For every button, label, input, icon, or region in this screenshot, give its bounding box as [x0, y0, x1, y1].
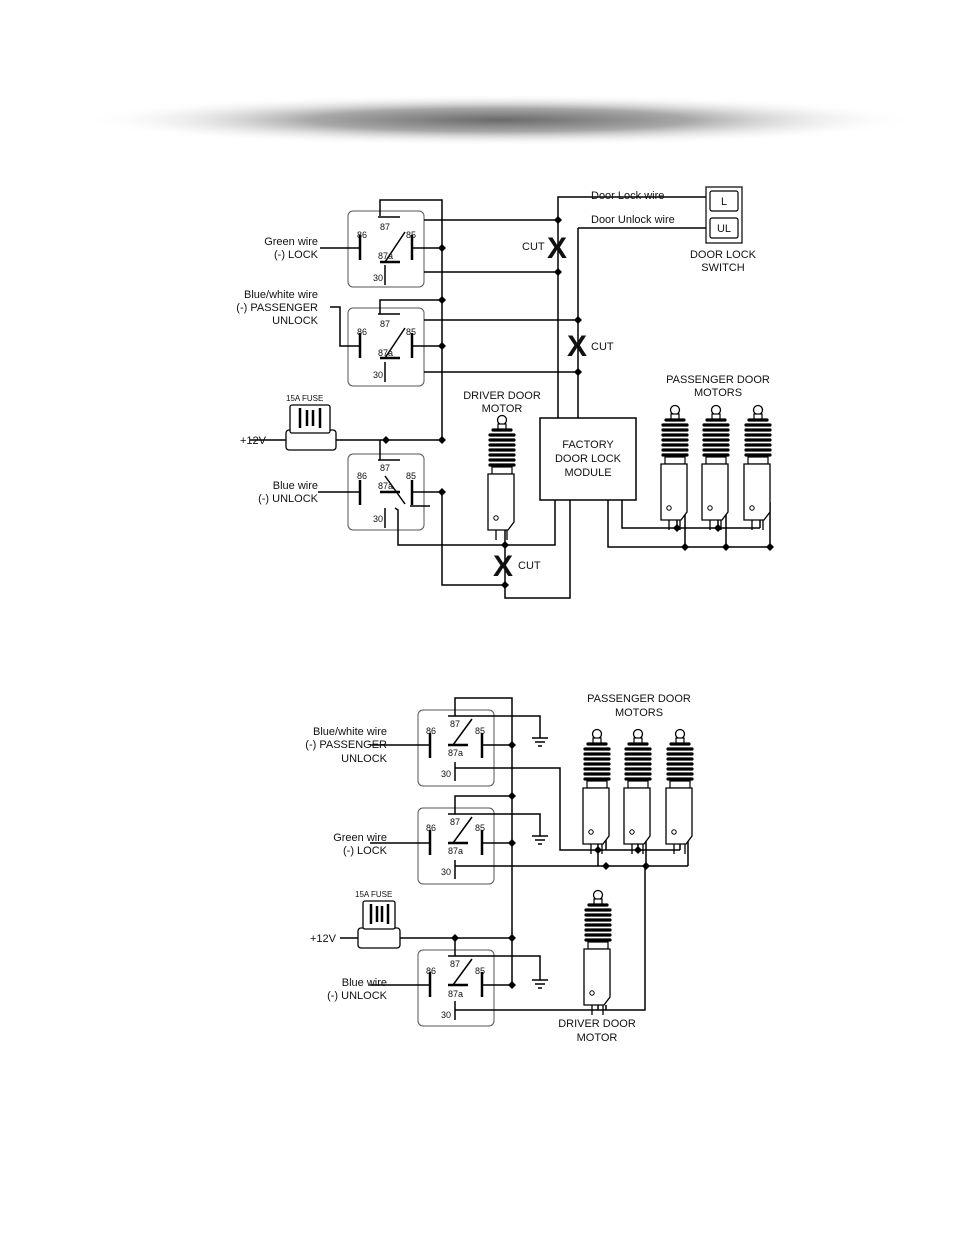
- pin-label: 86: [426, 966, 436, 976]
- cut-mark-icon: X: [567, 330, 587, 363]
- passenger-door-motors-label: PASSENGER DOOR: [666, 374, 770, 386]
- pin-label: 87a: [378, 481, 393, 491]
- diagram-2-labels: 87 86 85 87a 30 87 86 85 87a 30 87 86 85…: [305, 693, 691, 1044]
- pin-label: 87a: [448, 846, 463, 856]
- driver-door-motor-label: MOTOR: [482, 403, 523, 415]
- cut-label: CUT: [591, 341, 614, 353]
- pin-label: 30: [441, 867, 451, 877]
- switch-lock-button: [709, 190, 739, 212]
- factory-module-box: [539, 417, 637, 501]
- diagram-1-labels: 87 86 85 87a 30 87 86 85 87a 30 87 86 85…: [236, 190, 770, 572]
- passenger-motor-icon: [622, 727, 652, 856]
- cut-label: CUT: [522, 241, 545, 253]
- passenger-motor-icon: [659, 403, 689, 532]
- driver-door-motor-label: DRIVER DOOR: [558, 1018, 636, 1030]
- fuse-label: 15A FUSE: [286, 394, 323, 403]
- passenger-door-motors-label: PASSENGER DOOR: [587, 693, 691, 705]
- relay-lock: [347, 210, 425, 288]
- plus-12v-label: +12V: [310, 933, 337, 945]
- passenger-door-motors-label: MOTORS: [694, 387, 742, 399]
- plus-12v-label: +12V: [240, 435, 267, 447]
- fuse-2: [357, 900, 401, 949]
- bluewhite-wire-label: Blue/white wire: [244, 289, 318, 301]
- door-unlock-wire-label: Door Unlock wire: [591, 214, 675, 226]
- pin-label: 30: [373, 514, 383, 524]
- pin-label: 87a: [448, 748, 463, 758]
- pin-label: 30: [441, 769, 451, 779]
- pin-label: 85: [406, 471, 416, 481]
- pin-label: 86: [426, 823, 436, 833]
- pin-label: 87: [450, 719, 460, 729]
- switch-unlock-button: [709, 217, 739, 239]
- fuse-label: 15A FUSE: [355, 890, 392, 899]
- pin-label: 87a: [378, 251, 393, 261]
- door-lock-switch-label: DOOR LOCK: [690, 249, 757, 261]
- bluewhite-wire-label: (-) PASSENGER: [305, 739, 387, 751]
- pin-label: 87a: [448, 989, 463, 999]
- factory-module-label: DOOR LOCK: [555, 453, 622, 465]
- diagram-1: [250, 186, 774, 599]
- pin-label: 30: [441, 1010, 451, 1020]
- door-lock-switch-label: SWITCH: [701, 262, 744, 274]
- pin-label: 86: [357, 471, 367, 481]
- cut-mark-icon: X: [547, 232, 567, 265]
- blue-wire-label: (-) UNLOCK: [327, 990, 388, 1002]
- pin-label: 87: [450, 817, 460, 827]
- driver-door-motor-icon: [582, 888, 612, 1017]
- pin-label: 86: [426, 726, 436, 736]
- pin-label: 87: [380, 319, 390, 329]
- door-lock-wire-label: Door Lock wire: [591, 190, 664, 202]
- factory-module-label: MODULE: [564, 467, 611, 479]
- pin-label: 85: [475, 966, 485, 976]
- blue-wire-label: Blue wire: [273, 480, 318, 492]
- blue-wire-label: (-) UNLOCK: [258, 493, 319, 505]
- switch-lock-label: L: [721, 196, 727, 208]
- green-wire-label: (-) LOCK: [274, 249, 319, 261]
- header-shade: [80, 94, 920, 146]
- cut-mark-icon: X: [493, 550, 513, 583]
- driver-door-motor-label: DRIVER DOOR: [463, 390, 541, 402]
- pin-label: 87: [380, 222, 390, 232]
- switch-unlock-label: UL: [717, 223, 731, 235]
- pin-label: 30: [373, 370, 383, 380]
- pin-label: 85: [475, 823, 485, 833]
- pin-label: 86: [357, 327, 367, 337]
- pin-label: 86: [357, 230, 367, 240]
- bluewhite-wire-label: UNLOCK: [341, 753, 388, 765]
- passenger-motor-icon: [664, 727, 694, 856]
- bluewhite-wire-label: Blue/white wire: [313, 726, 387, 738]
- passenger-door-motors-label: MOTORS: [615, 707, 663, 719]
- pin-label: 87: [450, 959, 460, 969]
- driver-door-motor-label: MOTOR: [577, 1032, 618, 1044]
- pin-label: 87a: [378, 348, 393, 358]
- pin-label: 30: [373, 273, 383, 283]
- cut-label: CUT: [518, 560, 541, 572]
- pin-label: 85: [475, 726, 485, 736]
- diagram-2: [340, 697, 694, 1027]
- pin-label: 85: [406, 327, 416, 337]
- factory-module-label: FACTORY: [562, 439, 614, 451]
- green-wire-label: (-) LOCK: [343, 845, 388, 857]
- passenger-motor-icon: [581, 727, 611, 856]
- fuse-1: [285, 404, 337, 451]
- pin-label: 85: [406, 230, 416, 240]
- passenger-motor-icon: [742, 403, 772, 532]
- driver-door-motor-icon: [486, 413, 516, 542]
- passenger-motor-icon: [700, 403, 730, 532]
- green-wire-label: Green wire: [264, 236, 318, 248]
- blue-wire-label: Blue wire: [342, 977, 387, 989]
- green-wire-label: Green wire: [333, 832, 387, 844]
- pin-label: 87: [380, 463, 390, 473]
- bluewhite-wire-label: (-) PASSENGER: [236, 302, 318, 314]
- bluewhite-wire-label: UNLOCK: [272, 315, 319, 327]
